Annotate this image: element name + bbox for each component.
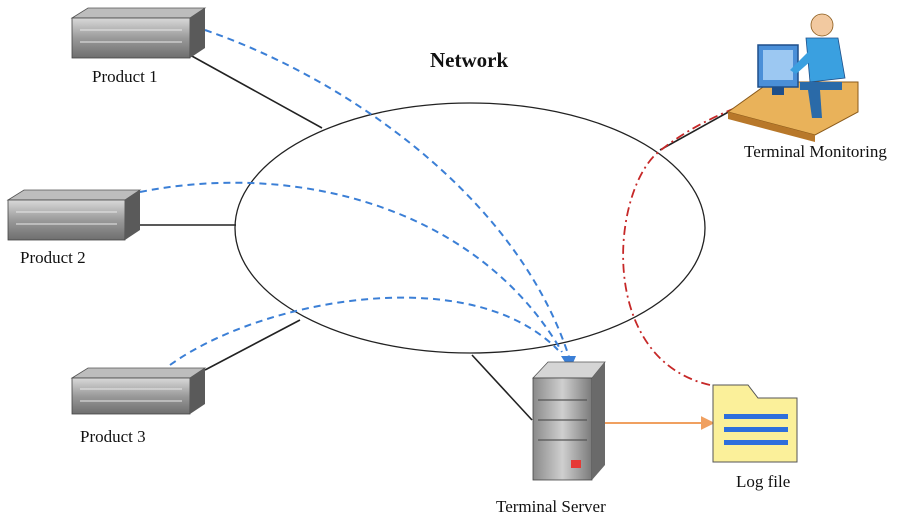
- link-product1: [189, 54, 323, 129]
- log-file-icon: [712, 384, 798, 463]
- flow-product3: [169, 296, 559, 366]
- terminal-monitoring-icon: [726, 13, 859, 142]
- product3-device-icon: [70, 367, 207, 415]
- product1-label: Product 1: [92, 67, 158, 86]
- network-cloud: [234, 102, 706, 354]
- link-product3: [204, 319, 301, 371]
- flow-product1: [204, 29, 571, 361]
- product1-device-icon: [70, 7, 207, 59]
- product2-label: Product 2: [20, 248, 86, 267]
- link-terminal-server: [471, 354, 533, 421]
- log-file-label: Log file: [736, 472, 790, 491]
- data-flow-arrows: [139, 29, 571, 366]
- product2-device-icon: [6, 189, 142, 241]
- terminal-server-icon: [532, 361, 606, 481]
- monitor-flow-arrow: [622, 96, 763, 386]
- product3-label: Product 3: [80, 427, 146, 446]
- network-title: Network: [430, 48, 508, 72]
- terminal-monitoring-label: Terminal Monitoring: [744, 142, 887, 161]
- connection-lines: [140, 54, 751, 421]
- flow-product2: [139, 181, 563, 353]
- terminal-server-label: Terminal Server: [496, 497, 606, 516]
